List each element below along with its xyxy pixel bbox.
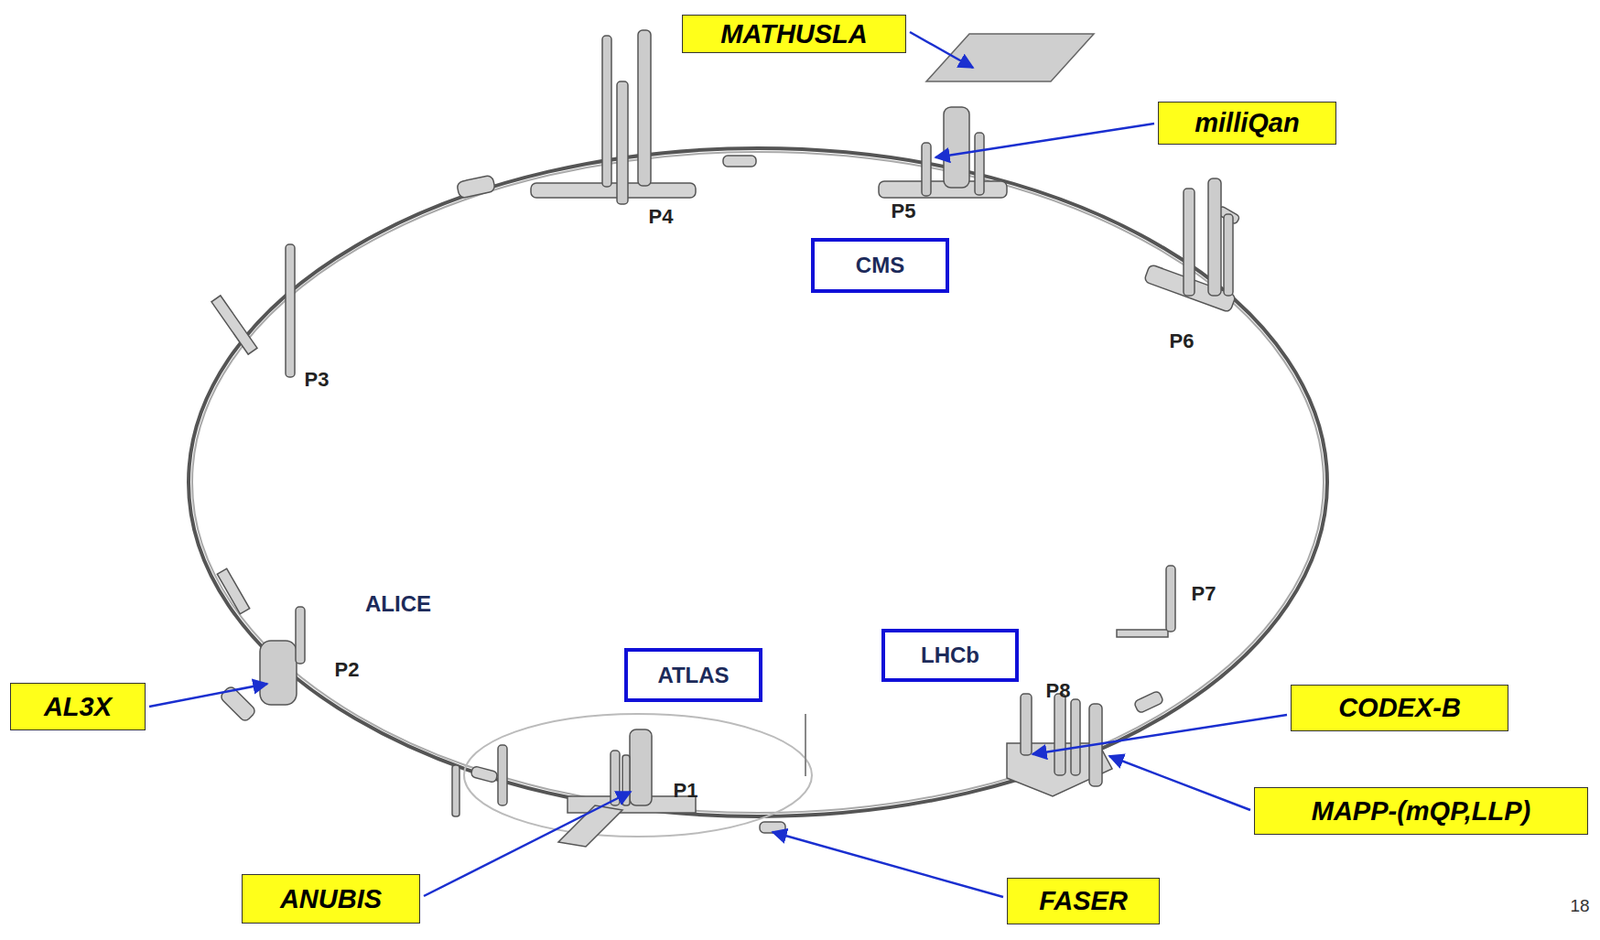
point-label: P4 [648, 205, 674, 229]
experiment-box: CMS [810, 237, 950, 293]
experiment-box: ATLAS [624, 648, 763, 703]
point-label: P6 [1169, 329, 1195, 354]
point-label: P5 [891, 199, 917, 224]
detector-callout: FASER [1006, 877, 1160, 925]
leader-arrows [149, 32, 1287, 898]
node-text: FASER [1038, 886, 1128, 917]
point-label: P1 [673, 778, 699, 803]
lhc-ring [188, 148, 1328, 817]
node-text: MAPP-(mQP,LLP) [1311, 796, 1532, 827]
detector-callout: milliQan [1157, 101, 1337, 145]
point-label: P3 [304, 367, 330, 392]
experiment-box: LHCb [881, 628, 1019, 682]
node-text: CMS [855, 252, 905, 279]
experiment-label: ALICE [365, 591, 432, 617]
detector-callout: AL3X [10, 682, 146, 731]
point-label: P2 [335, 658, 360, 682]
mathusla-detector [926, 33, 1094, 82]
node-text: MATHUSLA [720, 19, 868, 50]
node-text: ATLAS [657, 662, 729, 689]
atlas-outline [464, 713, 812, 837]
detector-callout: MAPP-(mQP,LLP) [1254, 787, 1589, 835]
access-shafts [259, 30, 1233, 817]
point-label: P7 [1191, 582, 1217, 606]
page-number: 18 [1569, 896, 1590, 917]
node-text: ANUBIS [280, 884, 382, 915]
node-text: AL3X [43, 691, 112, 723]
detector-callout: MATHUSLA [681, 14, 907, 54]
caverns [211, 155, 1241, 847]
node-text: LHCb [920, 642, 980, 669]
detector-callout: ANUBIS [241, 874, 421, 924]
node-text: CODEX-B [1338, 692, 1461, 724]
node-text: milliQan [1194, 108, 1299, 139]
detector-callout: CODEX-B [1290, 684, 1509, 732]
point-label: P8 [1046, 679, 1071, 703]
